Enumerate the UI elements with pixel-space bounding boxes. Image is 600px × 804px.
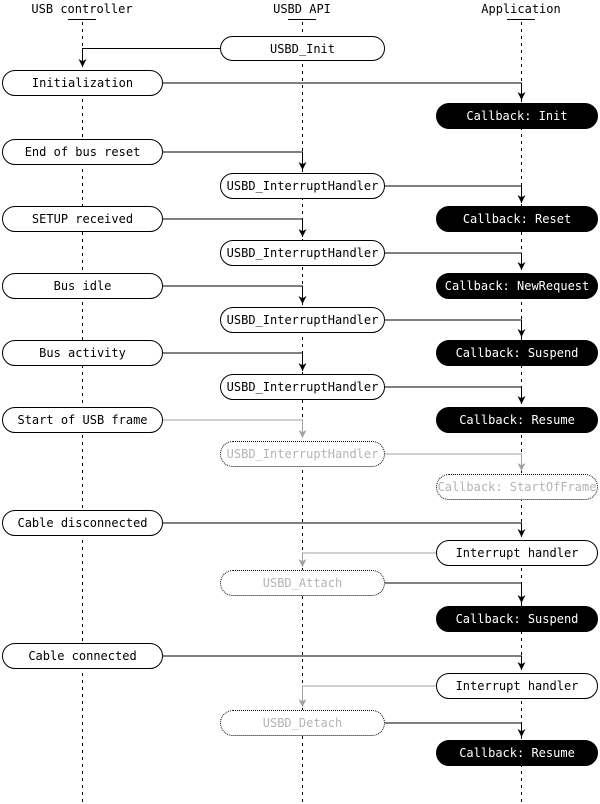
node-label-initialization: Initialization	[31, 76, 134, 90]
node-label-setup-received: SETUP received	[31, 212, 134, 226]
node-label-usbd-detach: USBD_Detach	[262, 716, 343, 730]
node-irq-handler-3[interactable]: USBD_InterruptHandler	[220, 307, 385, 333]
message-m9-bus-activity-to-irq-handler-4	[163, 352, 307, 371]
lifeline-label-usb-controller: USB controller	[31, 2, 133, 16]
node-cable-connected[interactable]: Cable connected	[2, 643, 163, 669]
message-m2-initialization-to-callback-init	[163, 82, 526, 100]
message-m8-irq-handler-3-to-callback-suspend-1	[385, 319, 526, 337]
node-label-usbd-attach: USBD_Attach	[262, 576, 343, 590]
message-m4-irq-handler-1-to-callback-reset	[385, 185, 526, 203]
message-m17-interrupt-handler-2-to-usbd-detach	[298, 685, 436, 707]
node-cable-disconnected[interactable]: Cable disconnected	[2, 510, 163, 536]
node-label-callback-newrequest: Callback: NewRequest	[444, 279, 590, 293]
node-label-bus-idle: Bus idle	[53, 279, 112, 293]
node-label-callback-suspend-2: Callback: Suspend	[455, 612, 579, 626]
node-usbd-attach[interactable]: USBD_Attach	[220, 570, 385, 596]
node-label-irq-handler-1: USBD_InterruptHandler	[226, 179, 379, 193]
message-m15-usbd-attach-to-callback-suspend-2	[385, 582, 526, 603]
node-label-start-of-usb-frame: Start of USB frame	[17, 413, 148, 427]
node-label-irq-handler-4: USBD_InterruptHandler	[226, 380, 379, 394]
node-label-bus-activity: Bus activity	[39, 346, 126, 360]
node-callback-resume-1[interactable]: Callback: Resume	[436, 407, 598, 433]
node-label-interrupt-handler-2: Interrupt handler	[455, 679, 579, 693]
node-callback-resume-2[interactable]: Callback: Resume	[436, 740, 598, 766]
message-m16-cable-connected-to-interrupt-handler-2	[163, 655, 526, 670]
message-m3-end-of-bus-reset-to-irq-handler-1	[163, 151, 307, 170]
node-irq-handler-2[interactable]: USBD_InterruptHandler	[220, 240, 385, 266]
node-interrupt-handler-1[interactable]: Interrupt handler	[436, 540, 598, 566]
node-interrupt-handler-2[interactable]: Interrupt handler	[436, 673, 598, 699]
message-m11-start-of-usb-frame-to-irq-handler-5	[163, 419, 307, 438]
node-start-of-usb-frame[interactable]: Start of USB frame	[2, 407, 163, 433]
node-label-callback-resume-1: Callback: Resume	[459, 413, 575, 427]
node-label-irq-handler-5: USBD_InterruptHandler	[226, 447, 379, 461]
node-label-usbd-init: USBD_Init	[269, 41, 336, 56]
node-label-irq-handler-2: USBD_InterruptHandler	[226, 246, 379, 260]
node-callback-suspend-2[interactable]: Callback: Suspend	[436, 606, 598, 632]
node-label-callback-startofframe: Callback: StartOfFrame	[437, 480, 597, 494]
node-irq-handler-4[interactable]: USBD_InterruptHandler	[220, 374, 385, 400]
node-label-end-of-bus-reset: End of bus reset	[24, 145, 141, 159]
message-m14-interrupt-handler-1-to-usbd-attach	[298, 552, 436, 567]
node-bus-idle[interactable]: Bus idle	[2, 273, 163, 299]
node-callback-reset[interactable]: Callback: Reset	[436, 206, 598, 232]
node-callback-startofframe[interactable]: Callback: StartOfFrame	[436, 474, 598, 500]
message-m18-usbd-detach-to-callback-resume-2	[385, 722, 526, 737]
node-label-callback-reset: Callback: Reset	[462, 212, 572, 226]
message-m13-cable-disconnected-to-interrupt-handler-1	[163, 522, 526, 537]
node-callback-init[interactable]: Callback: Init	[436, 103, 598, 129]
message-m7-bus-idle-to-irq-handler-3	[163, 285, 307, 304]
node-setup-received[interactable]: SETUP received	[2, 206, 163, 232]
node-label-cable-connected: Cable connected	[28, 649, 137, 663]
message-m10-irq-handler-4-to-callback-resume-1	[385, 386, 526, 404]
node-usbd-init[interactable]: USBD_Init	[220, 36, 385, 61]
message-m6-irq-handler-2-to-callback-newrequest	[385, 252, 526, 270]
node-irq-handler-5[interactable]: USBD_InterruptHandler	[220, 441, 385, 467]
node-end-of-bus-reset[interactable]: End of bus reset	[2, 139, 163, 165]
node-label-callback-resume-2: Callback: Resume	[459, 746, 575, 760]
node-initialization[interactable]: Initialization	[2, 70, 163, 96]
message-m12-irq-handler-5-to-callback-startofframe	[385, 453, 526, 471]
node-bus-activity[interactable]: Bus activity	[2, 340, 163, 366]
node-irq-handler-1[interactable]: USBD_InterruptHandler	[220, 173, 385, 199]
message-m1-usbd-init-to-initialization	[78, 48, 220, 67]
node-label-interrupt-handler-1: Interrupt handler	[455, 546, 579, 560]
node-usbd-detach[interactable]: USBD_Detach	[220, 710, 385, 736]
node-label-callback-init: Callback: Init	[466, 109, 568, 123]
node-label-irq-handler-3: USBD_InterruptHandler	[226, 313, 379, 327]
message-m5-setup-received-to-irq-handler-2	[163, 218, 307, 237]
node-label-callback-suspend-1: Callback: Suspend	[455, 346, 579, 360]
node-label-cable-disconnected: Cable disconnected	[17, 516, 148, 530]
lifeline-label-usbd-api: USBD API	[273, 2, 331, 16]
lifeline-label-application: Application	[481, 2, 561, 16]
node-callback-suspend-1[interactable]: Callback: Suspend	[436, 340, 598, 366]
node-callback-newrequest[interactable]: Callback: NewRequest	[436, 273, 598, 299]
